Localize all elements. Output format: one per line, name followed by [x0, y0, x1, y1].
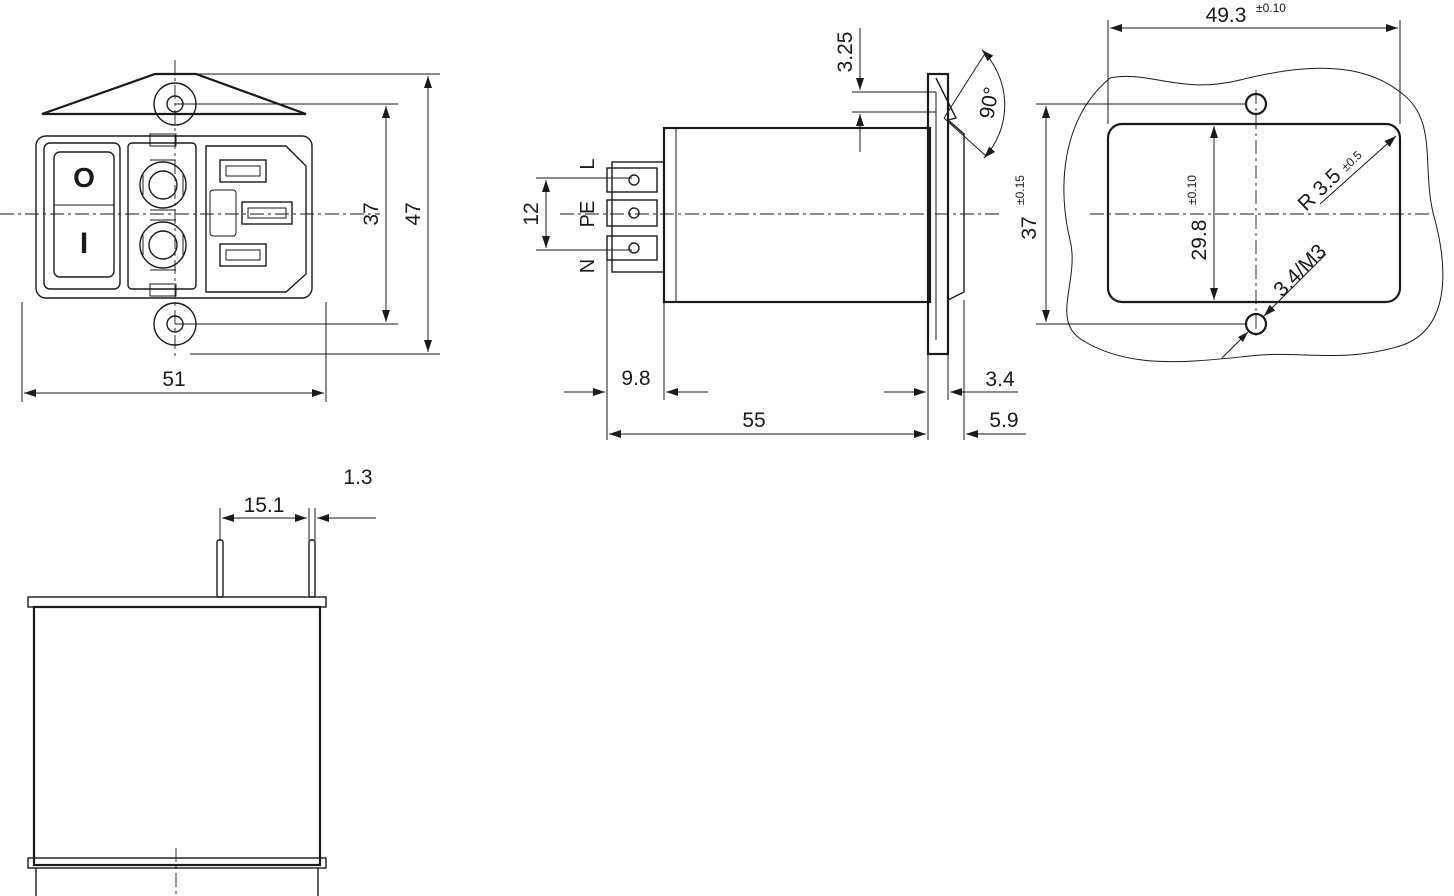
radius-label: R 3.5	[1293, 164, 1345, 215]
power-switch: O I	[43, 142, 121, 290]
side-view: L PE N 12 3.25 90° 9.8 3.4	[520, 28, 1026, 440]
cutout-width-tolerance: ±0.10	[1256, 1, 1286, 15]
bottom-right-tab	[308, 539, 316, 598]
bottom-left-tab	[216, 539, 224, 598]
pin-label-l: L	[577, 158, 599, 169]
radius-leader	[1319, 135, 1397, 205]
switch-on-symbol: I	[80, 227, 88, 260]
front-inner-frame	[35, 135, 313, 299]
cutout-inner-height-label: 29.8	[1188, 220, 1211, 261]
top-fuse-holder	[139, 133, 187, 211]
tab-length-label: 9.8	[621, 367, 650, 390]
tab-width-label: 1.3	[343, 466, 372, 489]
hole-label: 3.4/M3	[1269, 240, 1331, 302]
cutout-inner-height-tolerance: ±0.10	[1185, 175, 1199, 205]
angle-label: 90°	[976, 85, 1004, 120]
iec-inlet	[205, 145, 307, 293]
flange-dim-label: 3.4	[985, 368, 1015, 391]
radius-tolerance: ±0.5	[1338, 148, 1365, 174]
pin-label-n: N	[577, 259, 599, 273]
pin-spacing-label: 12	[520, 202, 543, 225]
cutout-height-label: 37	[1018, 216, 1041, 239]
cutout-view: 49.3 ±0.10 37 ±0.15 29.8 ±0.10 R 3.5 ±0.…	[1013, 1, 1444, 363]
front-height-label: 47	[402, 202, 425, 225]
bottom-view: 15.1 1.3	[27, 466, 376, 896]
hole-leader	[1263, 253, 1327, 317]
fuse-holder-section	[127, 133, 197, 297]
angle-dim-arc	[981, 49, 1006, 159]
bottom-body	[32, 605, 322, 867]
side-body	[662, 126, 932, 304]
bottom-top-flange	[27, 596, 327, 608]
front-width-label: 51	[162, 368, 185, 391]
front-view: O I	[0, 60, 440, 402]
panel-outline	[1063, 67, 1444, 363]
flange-gap-label: 3.25	[834, 32, 857, 73]
switch-off-symbol: O	[73, 162, 95, 193]
front-hole-spacing-label: 37	[360, 202, 383, 225]
front-depth-label: 5.9	[989, 409, 1018, 432]
body-length-label: 55	[742, 409, 765, 432]
front-flange-outline	[41, 72, 307, 116]
tab-spacing-label: 15.1	[244, 494, 285, 517]
cutout-height-tolerance: ±0.15	[1013, 175, 1027, 205]
bottom-base-flange	[27, 857, 327, 869]
cutout-rectangle	[1106, 122, 1402, 304]
cutout-width-label: 49.3	[1206, 4, 1247, 27]
bottom-fuse-holder	[139, 219, 187, 297]
